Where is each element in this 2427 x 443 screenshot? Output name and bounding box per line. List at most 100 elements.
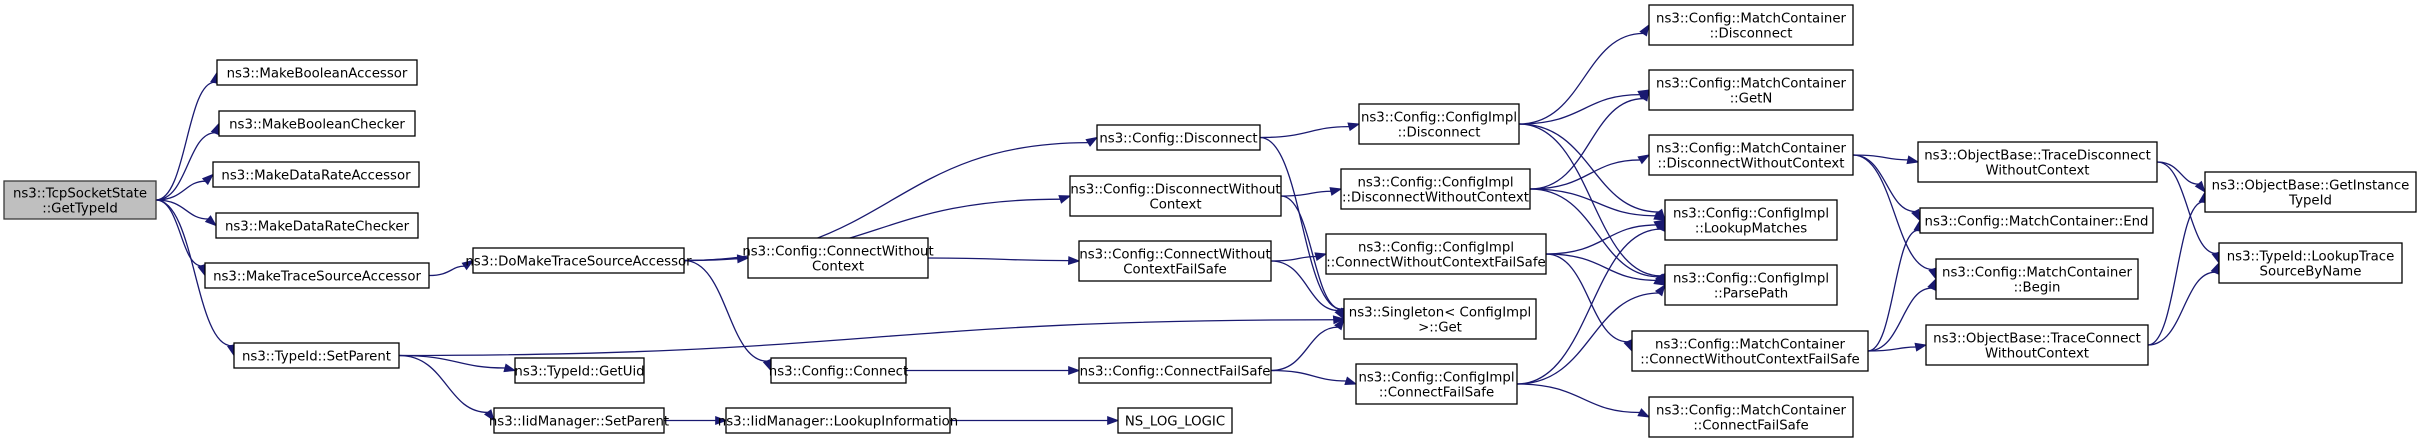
- node-box: [1078, 240, 1272, 282]
- function-node[interactable]: ns3::MakeBooleanChecker: [218, 110, 416, 137]
- node-label: ::ParsePath: [1714, 287, 1788, 302]
- node-label: Context: [1149, 198, 1201, 213]
- arrowhead-icon: [483, 409, 495, 422]
- node-box: [233, 342, 400, 369]
- function-node[interactable]: ns3::Config::DisconnectWithoutContext: [1069, 175, 1282, 217]
- node-box: [1925, 324, 2149, 366]
- root-function-node[interactable]: ns3::TcpSocketState::GetTypeId: [3, 180, 157, 220]
- call-edge: [1529, 188, 1667, 221]
- node-box: [1664, 264, 1838, 306]
- arrowhead-icon: [1314, 252, 1328, 262]
- function-node[interactable]: ns3::Config::MatchContainer::Disconnect: [1648, 4, 1854, 46]
- function-node[interactable]: ns3::IidManager::SetParent: [489, 407, 669, 434]
- function-node[interactable]: ns3::Config::MatchContainer::Begin: [1935, 258, 2139, 300]
- function-node[interactable]: ns3::Config::ConfigImpl::LookupMatches: [1664, 199, 1838, 241]
- call-edge: [155, 199, 206, 277]
- node-label: ::ConnectFailSafe: [1693, 419, 1808, 434]
- node-box: [2218, 242, 2403, 284]
- arrowhead-icon: [1654, 283, 1666, 297]
- arrowhead-icon: [1334, 317, 1345, 331]
- function-node[interactable]: ns3::Config::ConfigImpl::ConnectWithoutC…: [1325, 233, 1547, 275]
- function-node[interactable]: ns3::TypeId::GetUid: [514, 357, 645, 384]
- function-node[interactable]: ns3::TypeId::SetParent: [233, 342, 400, 369]
- function-node[interactable]: NS_LOG_LOGIC: [1117, 407, 1233, 434]
- arrowhead-icon: [204, 215, 218, 227]
- call-edge: [398, 354, 495, 422]
- node-label: ::Disconnect: [1398, 126, 1481, 141]
- function-node[interactable]: ns3::MakeDataRateChecker: [215, 212, 419, 239]
- arrowhead-icon: [1639, 23, 1650, 37]
- function-node[interactable]: ns3::Config::MatchContainer::ConnectWith…: [1631, 330, 1869, 372]
- node-label: ns3::Config::MatchContainer: [1656, 12, 1846, 27]
- node-label: ns3::Config::MatchContainer: [1655, 338, 1845, 353]
- node-label: ns3::TcpSocketState: [13, 187, 147, 202]
- function-node[interactable]: ns3::MakeBooleanAccessor: [216, 59, 418, 86]
- node-label: ::ConnectFailSafe: [1379, 386, 1494, 401]
- function-node[interactable]: ns3::Config::ConfigImpl::ParsePath: [1664, 264, 1838, 306]
- call-edge: [1516, 283, 1666, 385]
- node-box: [747, 237, 929, 279]
- node-box: [1648, 396, 1854, 438]
- call-edge: [683, 254, 750, 264]
- function-node[interactable]: ns3::Config::MatchContainer::ConnectFail…: [1648, 396, 1854, 438]
- node-label: ns3::TypeId::SetParent: [242, 350, 391, 365]
- node-box: [1648, 69, 1854, 111]
- node-label: ns3::ObjectBase::GetInstance: [2212, 179, 2410, 194]
- arrowhead-icon: [1906, 155, 1920, 165]
- arrowhead-icon: [1067, 256, 1081, 266]
- call-edge: [398, 354, 517, 373]
- node-label: ::ConnectWithoutContextFailSafe: [1640, 353, 1859, 368]
- function-node[interactable]: ns3::IidManager::LookupInformation: [718, 407, 958, 434]
- function-node[interactable]: ns3::Config::Disconnect: [1096, 124, 1261, 151]
- node-label: ns3::Config::ConfigImpl: [1358, 241, 1514, 256]
- function-node[interactable]: ns3::Config::ConfigImpl::ConnectFailSafe: [1355, 363, 1518, 405]
- function-node[interactable]: ns3::Config::ConfigImpl::Disconnect: [1358, 103, 1520, 145]
- edges-layer: [155, 23, 2221, 425]
- call-edge: [949, 416, 1120, 425]
- arrowhead-icon: [1334, 307, 1345, 321]
- node-box: [215, 212, 419, 239]
- node-box: [3, 180, 157, 220]
- node-label: ns3::DoMakeTraceSourceAccessor: [465, 255, 692, 270]
- arrowhead-icon: [1107, 416, 1120, 425]
- function-node[interactable]: ns3::Singleton< ConfigImpl>::Get: [1343, 298, 1537, 340]
- call-edge: [1545, 253, 1667, 286]
- function-node[interactable]: ns3::Config::MatchContainer::End: [1919, 207, 2154, 234]
- node-label: ns3::MakeDataRateAccessor: [221, 169, 411, 184]
- call-edge: [2147, 190, 2208, 346]
- function-node[interactable]: ns3::ObjectBase::TraceDisconnectWithoutC…: [1917, 141, 2158, 183]
- call-edge: [906, 366, 1081, 375]
- function-node[interactable]: ns3::Config::Connect: [769, 357, 908, 384]
- arrowhead-icon: [715, 416, 728, 425]
- call-edge: [1270, 317, 1345, 372]
- node-label: ::DisconnectWithoutContext: [1342, 191, 1529, 206]
- call-edge: [1270, 252, 1328, 262]
- function-node[interactable]: ns3::Config::MatchContainer::DisconnectW…: [1648, 134, 1854, 176]
- function-node[interactable]: ns3::MakeTraceSourceAccessor: [204, 262, 430, 289]
- function-node[interactable]: ns3::Config::ConfigImpl::DisconnectWitho…: [1340, 168, 1531, 210]
- call-edge: [398, 315, 1346, 357]
- node-label: NS_LOG_LOGIC: [1125, 415, 1225, 430]
- call-edge: [1259, 122, 1361, 139]
- function-node[interactable]: ns3::Config::ConnectWithoutContextFailSa…: [1078, 240, 1272, 282]
- arrowhead-icon: [1344, 376, 1358, 385]
- node-label: ns3::MakeBooleanChecker: [229, 118, 405, 133]
- function-node[interactable]: ns3::DoMakeTraceSourceAccessor: [465, 247, 692, 274]
- call-edge: [1516, 383, 1651, 418]
- function-node[interactable]: ns3::Config::ConnectWithoutContext: [742, 237, 934, 279]
- call-edge: [428, 259, 475, 277]
- node-label: ns3::Singleton< ConfigImpl: [1349, 306, 1531, 321]
- function-node[interactable]: ns3::Config::MatchContainer::GetN: [1648, 69, 1854, 111]
- node-label: ns3::Config::ConfigImpl: [1673, 207, 1829, 222]
- call-edge: [2147, 261, 2220, 346]
- node-box: [1340, 168, 1531, 210]
- call-edge: [1259, 136, 1346, 321]
- node-box: [1917, 141, 2158, 183]
- function-node[interactable]: ns3::ObjectBase::TraceConnectWithoutCont…: [1925, 324, 2149, 366]
- node-box: [1355, 363, 1518, 405]
- function-node[interactable]: ns3::MakeDataRateAccessor: [212, 161, 420, 188]
- function-node[interactable]: ns3::Config::ConnectFailSafe: [1078, 357, 1272, 384]
